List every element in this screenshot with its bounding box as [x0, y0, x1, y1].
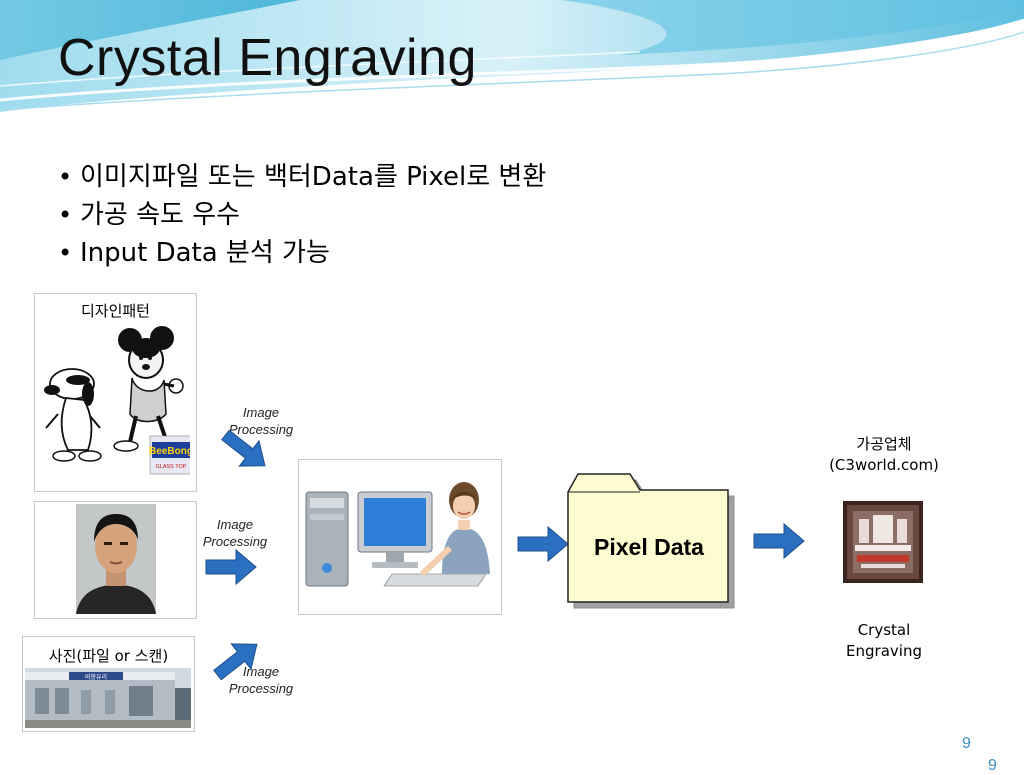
image-processing-label: Image Processing — [202, 517, 268, 549]
header-wave-decoration — [0, 0, 1024, 112]
svg-text:비봉유리: 비봉유리 — [85, 673, 107, 681]
bullet-dot-icon: • — [58, 201, 73, 229]
bullet-item: •가공 속도 우수 — [58, 196, 546, 234]
result-caption: Crystal Engraving — [814, 620, 954, 662]
computer-user-illustration — [305, 482, 490, 587]
arrow-right-icon — [517, 525, 569, 563]
snoopy-illustration — [44, 368, 102, 462]
bullet-item: •이미지파일 또는 백터Data를 Pixel로 변환 — [58, 158, 546, 196]
photo-frame: 사진(파일 or 스캔) 비봉유리 — [22, 636, 195, 732]
svg-text:BeeBong: BeeBong — [149, 446, 190, 457]
portrait-frame — [34, 501, 197, 619]
building-photo: 비봉유리 — [25, 668, 191, 728]
bullet-text: 이미지파일 또는 백터Data를 Pixel로 변환 — [80, 162, 547, 192]
svg-text:GLASS TOP: GLASS TOP — [156, 464, 187, 470]
pixel-data-label: Pixel Data — [594, 534, 704, 560]
arrow-right-up-icon — [213, 643, 258, 681]
page-number: 9 — [962, 735, 971, 752]
computer-frame — [298, 459, 502, 615]
arrow-right-icon — [753, 522, 805, 560]
design-pattern-frame: 디자인패턴 — [34, 293, 197, 492]
beebong-logo: BeeBong GLASS TOP — [149, 435, 190, 475]
processor-site: (C3world.com) — [829, 456, 939, 474]
slide-title: Crystal Engraving — [58, 29, 477, 87]
bullet-item: •Input Data 분석 가능 — [58, 234, 546, 272]
mickey-illustration — [113, 326, 185, 452]
processor-label: 가공업체 — [856, 435, 912, 453]
bullet-dot-icon: • — [58, 163, 73, 191]
bullet-text: 가공 속도 우수 — [80, 200, 241, 230]
bullet-text: Input Data 분석 가능 — [80, 238, 330, 268]
arrow-right-icon — [205, 548, 257, 586]
bullet-dot-icon: • — [58, 239, 73, 267]
processor-caption: 가공업체 (C3world.com) — [814, 434, 954, 476]
bullet-list: •이미지파일 또는 백터Data를 Pixel로 변환 •가공 속도 우수 •I… — [58, 158, 546, 272]
folder-icon — [567, 473, 735, 609]
image-processing-label: Image Processing — [228, 664, 294, 696]
portrait-photo — [76, 504, 156, 614]
result-label-line2: Engraving — [846, 642, 922, 660]
image-processing-label: Image Processing — [228, 405, 294, 437]
page-number-secondary: 9 — [988, 757, 997, 774]
crystal-block-image — [843, 501, 923, 583]
design-pattern-label: 디자인패턴 — [80, 302, 150, 320]
arrow-right-down-icon — [221, 429, 266, 467]
result-label-line1: Crystal — [857, 621, 911, 639]
cartoon-characters-illustration: BeeBong GLASS TOP — [44, 326, 190, 475]
photo-label: 사진(파일 or 스캔) — [48, 647, 169, 665]
